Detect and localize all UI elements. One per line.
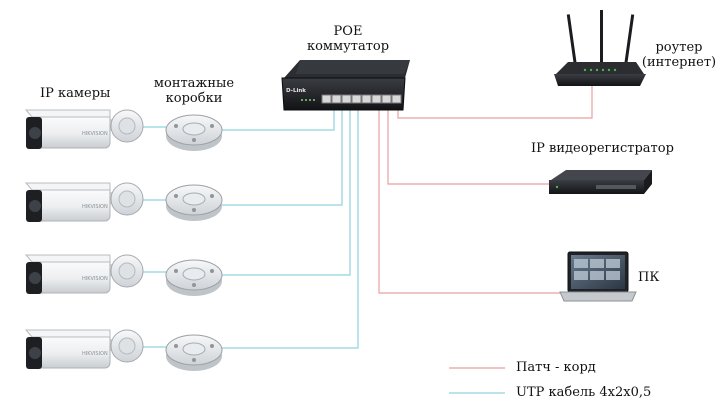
poe-switch-label-line1: POE [333,24,363,39]
poe-switch: D-Link [281,60,410,111]
utp-cable-1 [222,108,335,131]
utp-cable-4 [222,108,359,349]
ip-camera-2: HIKVISION [24,182,144,222]
nvr-label: IP видеорегистратор [531,141,674,156]
ip-camera-3: HIKVISION [24,254,144,294]
router [554,10,646,86]
pc-laptop [559,251,637,302]
camera-brand-text: HIKVISION [82,131,108,137]
mount-boxes-label-line1: монтажные [153,76,235,91]
router-label-line2: (интернет) [641,55,717,70]
patch-cords [378,85,593,294]
poe-switch-label-line2: коммутатор [306,39,390,54]
mount-boxes-label-line2: коробки [165,91,223,106]
ip-camera-1: HIKVISION [24,109,144,149]
poe-switch-label: POE коммутатор [300,24,396,54]
switch-leds [301,99,315,101]
camera-brand-text: HIKVISION [82,276,108,282]
ip-camera-4: HIKVISION [24,329,144,369]
router-label-line1: роутер [655,40,703,55]
switch-brand-text: D-Link [286,88,306,94]
router-leds [583,68,617,72]
mount-boxes-label: монтажные коробки [146,76,242,106]
patch-cord-router [397,85,593,119]
mount-box-2 [165,184,223,221]
patch-cord-nvr [387,108,551,185]
camera-brand-text: HIKVISION [82,351,108,357]
mount-box-1 [165,114,223,151]
utp-cable-2 [222,108,343,206]
mount-box-3 [165,259,223,296]
legend-label-patch: Патч - корд [516,360,596,375]
switch-ports [321,94,402,104]
router-label: роутер (интернет) [634,40,724,70]
utp-cables [131,108,359,349]
ip-cameras-label: IP камеры [40,86,111,101]
utp-cable-3 [222,108,351,276]
pc-label: ПК [638,270,660,285]
legend-label-utp: UTP кабель 4x2x0,5 [516,385,652,400]
camera-brand-text: HIKVISION [82,204,108,210]
legend [449,367,505,394]
mount-box-4 [165,334,223,371]
patch-cord-pc [378,108,562,294]
nvr-recorder [549,170,652,194]
